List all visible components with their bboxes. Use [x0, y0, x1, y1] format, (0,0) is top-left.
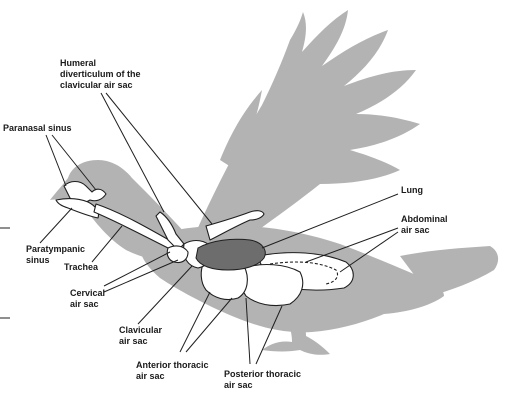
leader-paranasal-1	[46, 135, 66, 186]
label-paranasal-sinus: Paranasal sinus	[3, 123, 72, 134]
label-posterior-thoracic-air-sac: Posterior thoracic air sac	[224, 369, 301, 391]
label-line: Cervical	[70, 288, 105, 299]
label-line: Anterior thoracic	[136, 360, 209, 371]
label-line: Humeral	[60, 58, 141, 69]
label-line: Posterior thoracic	[224, 369, 301, 380]
label-line: air sac	[224, 380, 301, 391]
label-line: Paranasal sinus	[3, 123, 72, 134]
label-line: Abdominal	[401, 214, 448, 225]
label-line: air sac	[136, 371, 209, 382]
label-line: air sac	[70, 299, 105, 310]
label-cervical-air-sac: Cervical air sac	[70, 288, 105, 310]
posterior-thoracic-air-sac	[241, 265, 303, 306]
upper-wing-shape	[196, 10, 420, 236]
leader-anterior-2	[186, 298, 232, 352]
label-trachea: Trachea	[64, 262, 98, 273]
label-lung: Lung	[401, 185, 423, 196]
label-line: diverticulum of the	[60, 69, 141, 80]
label-clavicular-air-sac: Clavicular air sac	[119, 325, 162, 347]
label-line: Paratympanic	[26, 244, 85, 255]
label-anterior-thoracic-air-sac: Anterior thoracic air sac	[136, 360, 209, 382]
label-line: air sac	[401, 225, 448, 236]
label-line: Clavicular	[119, 325, 162, 336]
leader-paratympanic	[40, 208, 72, 243]
label-line: air sac	[119, 336, 162, 347]
label-line: clavicular air sac	[60, 80, 141, 91]
leader-anterior-1	[180, 292, 210, 352]
label-humeral-diverticulum: Humeral diverticulum of the clavicular a…	[60, 58, 141, 91]
lung-shape	[196, 239, 265, 270]
label-line: Trachea	[64, 262, 98, 273]
label-abdominal-air-sac: Abdominal air sac	[401, 214, 448, 236]
label-line: Lung	[401, 185, 423, 196]
